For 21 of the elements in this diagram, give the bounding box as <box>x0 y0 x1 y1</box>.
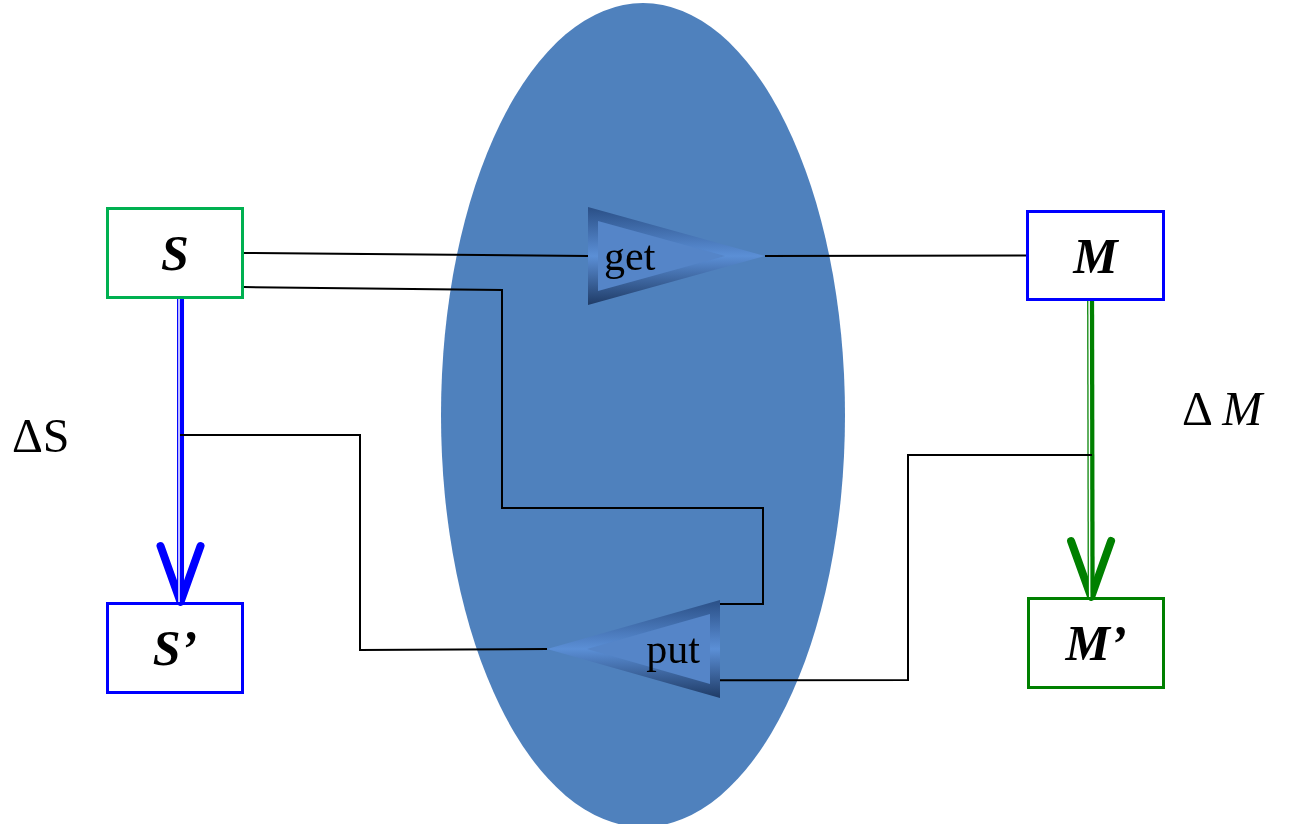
connector-line <box>719 454 1093 682</box>
box <box>1026 210 1165 301</box>
triangle-block <box>588 207 765 305</box>
connector-line <box>179 434 548 651</box>
box <box>106 602 244 694</box>
double-arrow <box>156 298 205 606</box>
node-label: S <box>161 228 189 278</box>
edge-label: ΔS <box>12 412 70 460</box>
connector-line <box>764 254 1027 257</box>
box <box>106 207 244 299</box>
node-label: put <box>646 628 700 670</box>
triangle-block <box>547 600 720 698</box>
node-label: get <box>604 235 656 277</box>
edge-label: Δ M <box>1182 385 1263 433</box>
node-label: S’ <box>152 623 198 673</box>
double-arrow <box>1067 300 1116 601</box>
connector-line <box>243 252 589 257</box>
node-label: M <box>1073 230 1118 281</box>
box <box>1027 597 1165 689</box>
connector-line <box>243 286 764 605</box>
node-label: M’ <box>1065 618 1127 668</box>
